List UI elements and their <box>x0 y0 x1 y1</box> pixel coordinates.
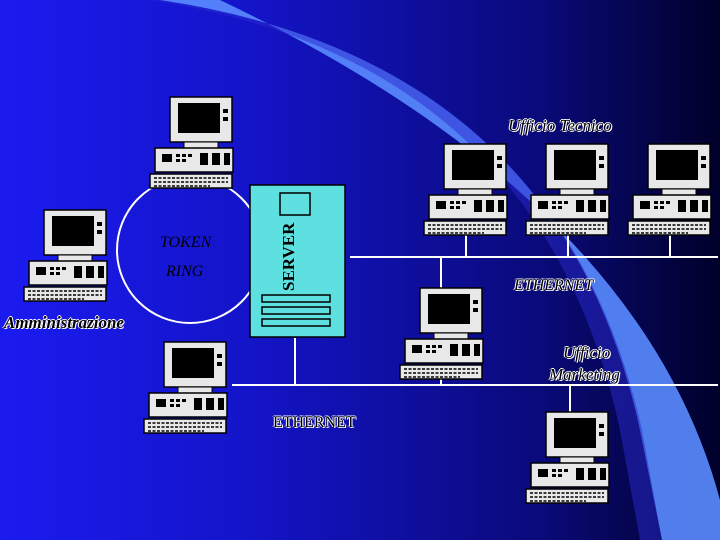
desktop-computer-icon-middle-right <box>399 287 484 380</box>
desktop-computer-icon-amministrazione <box>23 209 108 302</box>
desktop-computer-icon-tecnico-1 <box>423 143 508 236</box>
desktop-computer-icon-top-left <box>149 96 234 189</box>
label-server: SERVER <box>279 222 298 291</box>
label-ufficio-marketing-line1: Ufficio <box>563 343 611 362</box>
ethernet-bus-right <box>350 235 718 298</box>
label-token: TOKEN <box>160 234 212 251</box>
desktop-computer-icon-marketing <box>525 411 610 504</box>
desktop-computer-icon-tecnico-3 <box>627 143 712 236</box>
label-amministrazione: Amministrazione <box>4 313 124 332</box>
label-ethernet-bottom: ETHERNET <box>273 414 356 431</box>
label-ufficio-marketing-line2: Marketing <box>549 365 620 384</box>
label-ethernet-right: ETHERNET <box>514 277 594 294</box>
label-ufficio-tecnico: Ufficio Tecnico <box>508 116 612 135</box>
ethernet-bus-bottom <box>232 338 718 412</box>
desktop-computer-icon-tecnico-2 <box>525 143 610 236</box>
label-ring: RING <box>166 263 204 280</box>
desktop-computer-icon-bottom-left <box>143 341 228 434</box>
server-tower-icon <box>249 184 346 338</box>
